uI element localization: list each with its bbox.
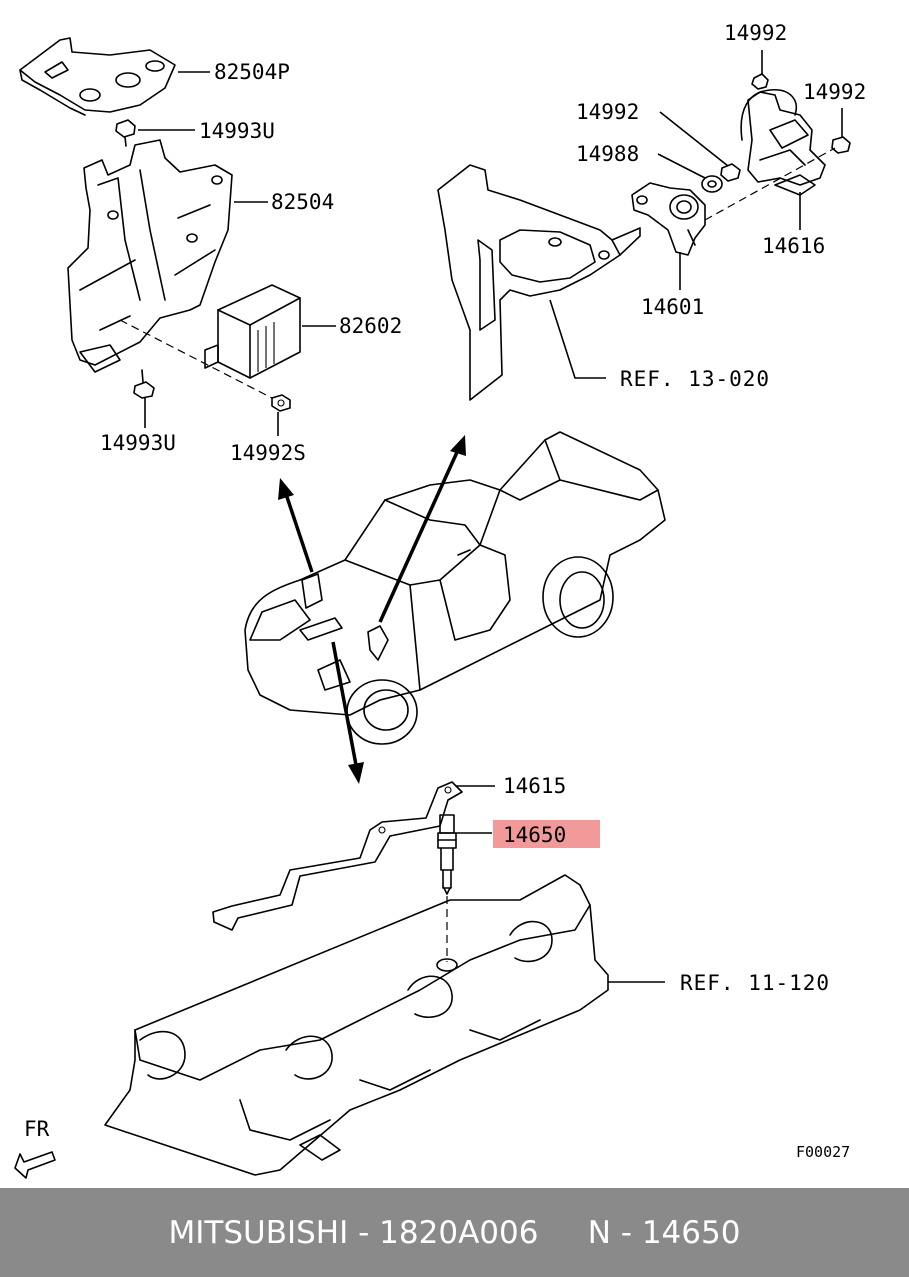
label-14993U-bottom: 14993U <box>100 431 176 455</box>
label-82504: 82504 <box>271 190 334 214</box>
bolt-14993U-bottom <box>133 369 155 399</box>
brand-name: MITSUBISHI <box>168 1214 349 1251</box>
bracket-82504P <box>19 37 176 116</box>
nut-14992-left <box>720 163 741 182</box>
label-14615: 14615 <box>503 774 566 798</box>
washer-14988 <box>701 175 723 193</box>
label-14992-top: 14992 <box>724 21 787 45</box>
part-number: 1820A006 <box>379 1214 539 1251</box>
vehicle-component-marks <box>299 573 389 661</box>
footer-separator: - <box>348 1214 380 1251</box>
label-14616: 14616 <box>762 234 825 258</box>
bolt-14993U-top <box>115 119 136 147</box>
label-14601: 14601 <box>641 295 704 319</box>
ref-number: 14650 <box>641 1214 741 1251</box>
front-direction-arrow-icon <box>14 1151 56 1179</box>
label-14993U-top: 14993U <box>199 119 275 143</box>
panel-ref-13-020 <box>437 164 641 401</box>
ref-prefix: N - <box>587 1214 642 1251</box>
label-14992-left: 14992 <box>576 100 639 124</box>
arrow-to-lower <box>331 641 364 784</box>
label-82602: 82602 <box>339 314 402 338</box>
busbar-14615 <box>212 781 463 931</box>
label-14988: 14988 <box>576 142 639 166</box>
label-14650: 14650 <box>503 823 566 847</box>
figure-code: F00027 <box>796 1143 850 1161</box>
arrow-to-upper-right <box>378 435 466 623</box>
nut-14992-right <box>831 136 851 154</box>
arrow-to-upper-left <box>278 478 314 573</box>
label-14992S: 14992S <box>230 441 306 465</box>
bracket-14616 <box>740 89 826 196</box>
parts-diagram: 82504P 14993U 82504 82602 14993U 14992S … <box>14 21 866 1179</box>
nut-14992-top <box>751 73 769 90</box>
label-fr: FR <box>24 1117 50 1141</box>
nut-14992S <box>271 394 291 412</box>
label-ref-13-020: REF. 13-020 <box>620 367 770 391</box>
cylinder-head-ref-11-120 <box>104 874 609 1176</box>
module-82602 <box>204 284 301 379</box>
label-ref-11-120: REF. 11-120 <box>680 971 830 995</box>
vehicle-outline <box>244 431 666 745</box>
bracket-82504 <box>67 139 233 373</box>
label-14992-right: 14992 <box>803 80 866 104</box>
sensor-14601 <box>631 182 706 256</box>
label-82504P: 82504P <box>214 60 290 84</box>
part-number-footer: MITSUBISHI - 1820A006 N - 14650 <box>0 1188 909 1277</box>
footer-gap <box>538 1215 587 1251</box>
highlight-14650 <box>493 820 600 848</box>
glow-plug-14650 <box>437 814 457 895</box>
